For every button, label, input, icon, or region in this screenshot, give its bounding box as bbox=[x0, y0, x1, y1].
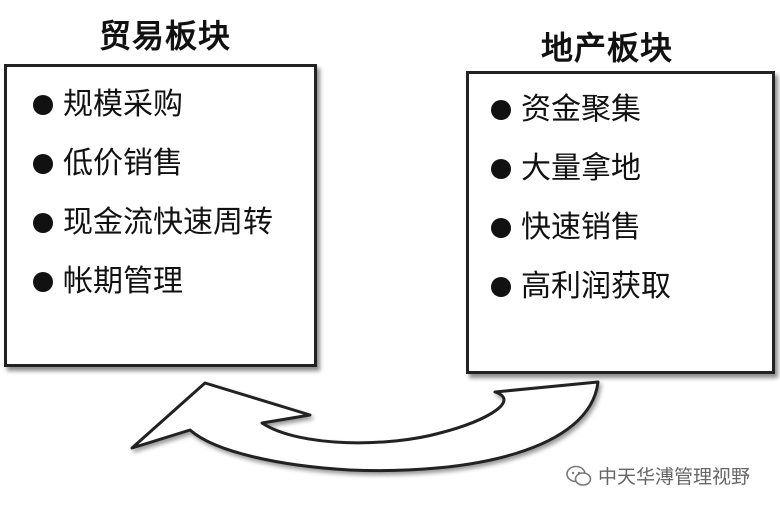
bullet-icon bbox=[33, 154, 53, 174]
bullet-icon bbox=[491, 277, 511, 297]
list-item-label: 大量拿地 bbox=[521, 151, 641, 186]
list-item: 高利润获取 bbox=[487, 265, 767, 309]
bullet-icon bbox=[33, 213, 53, 233]
trade-panel-title: 贸易板块 bbox=[99, 17, 232, 55]
list-item: 现金流快速周转 bbox=[29, 201, 309, 245]
list-item: 快速销售 bbox=[487, 206, 767, 250]
list-item-label: 低价销售 bbox=[63, 146, 183, 181]
list-item: 规模采购 bbox=[29, 83, 309, 127]
realestate-panel-title: 地产板块 bbox=[541, 29, 674, 67]
bullet-icon bbox=[491, 100, 511, 120]
list-item: 大量拿地 bbox=[487, 147, 767, 191]
realestate-panel-box: 资金聚集 大量拿地 快速销售 高利润获取 bbox=[466, 71, 775, 374]
list-item: 资金聚集 bbox=[487, 88, 767, 132]
list-item-label: 资金聚集 bbox=[521, 92, 641, 127]
list-item-label: 高利润获取 bbox=[521, 269, 671, 304]
list-item-label: 快速销售 bbox=[521, 210, 641, 245]
watermark-text: 中天华溥管理视野 bbox=[598, 466, 751, 488]
list-item-label: 现金流快速周转 bbox=[63, 205, 273, 240]
realestate-item-list: 资金聚集 大量拿地 快速销售 高利润获取 bbox=[487, 88, 767, 324]
list-item: 低价销售 bbox=[29, 142, 309, 186]
watermark: 中天华溥管理视野 bbox=[566, 462, 750, 489]
bullet-icon bbox=[491, 159, 511, 179]
trade-panel-box: 规模采购 低价销售 现金流快速周转 帐期管理 bbox=[4, 64, 317, 367]
list-item-label: 帐期管理 bbox=[63, 264, 183, 299]
wechat-icon bbox=[566, 465, 592, 486]
list-item-label: 规模采购 bbox=[63, 87, 183, 122]
list-item: 帐期管理 bbox=[29, 260, 309, 304]
bullet-icon bbox=[491, 218, 511, 238]
bullet-icon bbox=[33, 95, 53, 115]
trade-item-list: 规模采购 低价销售 现金流快速周转 帐期管理 bbox=[29, 83, 309, 319]
bullet-icon bbox=[33, 272, 53, 292]
